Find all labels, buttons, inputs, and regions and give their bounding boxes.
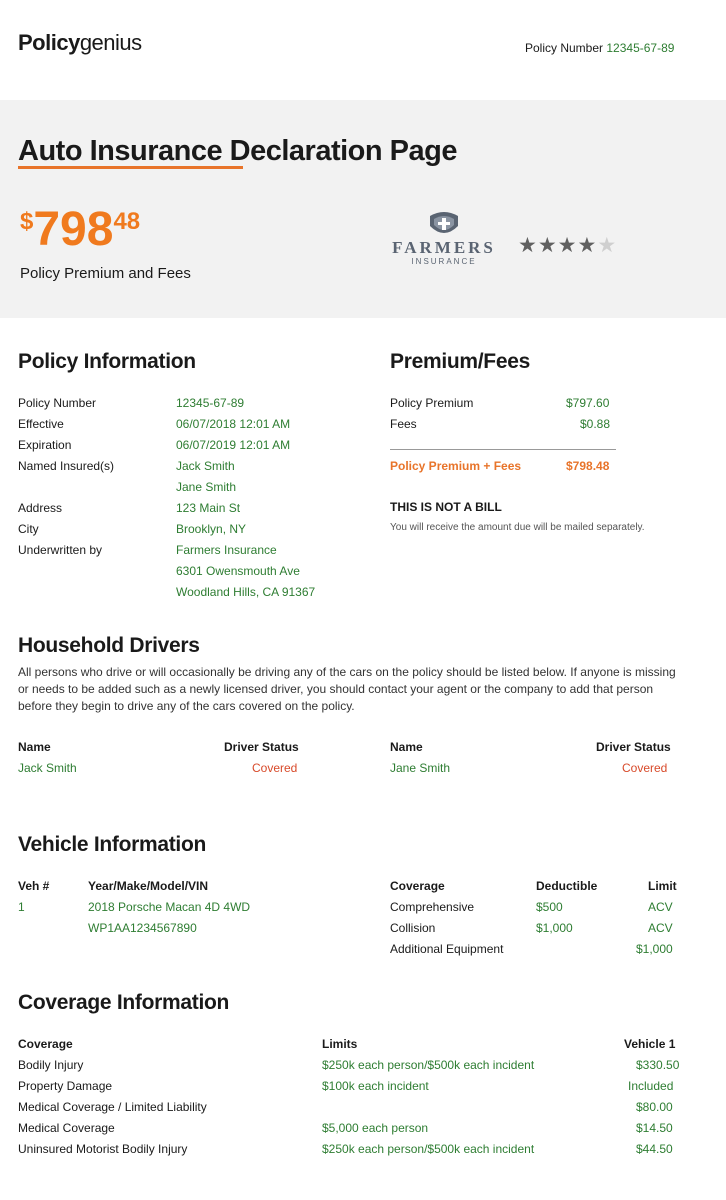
policy-number-value: 12345-67-89 xyxy=(176,396,245,410)
vehicle-coverage-header: Coverage xyxy=(390,879,445,893)
veh-number-label: Veh # xyxy=(18,879,50,893)
coverage-row-limits: $5,000 each person xyxy=(322,1121,429,1135)
policy-premium-label: Policy Premium xyxy=(390,396,474,410)
underwriter-name: Farmers Insurance xyxy=(176,543,277,557)
vehicle-premium-header: Vehicle 1 xyxy=(624,1037,676,1051)
rating-stars: ★★★★★ xyxy=(518,233,617,258)
hero-band xyxy=(0,100,726,318)
policy-premium-value: $797.60 xyxy=(566,396,610,410)
named-insured-label: Named Insured(s) xyxy=(18,459,115,473)
vehicle-coverage-name: Collision xyxy=(390,921,436,935)
coverage-row-limits: $250k each person/$500k each incident xyxy=(322,1142,535,1156)
vehicle-limit-header: Limit xyxy=(648,879,677,893)
farmers-shield-icon xyxy=(430,212,458,233)
address-value: 123 Main St xyxy=(176,501,241,515)
vehicle-coverage-limit: $1,000 xyxy=(636,942,673,956)
insurer-name: FARMERS xyxy=(392,238,496,257)
header-policy-number-label: Policy Number xyxy=(525,41,604,55)
driver-2-status: Covered xyxy=(622,761,668,775)
named-insured-value-1: Jack Smith xyxy=(176,459,235,473)
coverage-row-name: Medical Coverage xyxy=(18,1121,115,1135)
brand-bold: Policy xyxy=(18,30,80,55)
star-empty-icon: ★ xyxy=(597,234,618,257)
coverage-row-premium: $44.50 xyxy=(636,1142,673,1156)
header-policy-number-value: 12345-67-89 xyxy=(606,41,675,55)
coverage-header: Coverage xyxy=(18,1037,73,1051)
coverage-row-premium: $330.50 xyxy=(636,1058,680,1072)
address-label: Address xyxy=(18,501,63,515)
not-a-bill-text: You will receive the amount due will be … xyxy=(390,522,645,533)
vehicle-coverage-name: Additional Equipment xyxy=(390,942,504,956)
vehicle-coverage-limit: ACV xyxy=(648,921,673,935)
driver-name-header-2: Name xyxy=(390,740,423,754)
price-currency: $ xyxy=(20,208,34,235)
insurer-logo: FARMERS INSURANCE xyxy=(388,210,500,268)
fees-value: $0.88 xyxy=(580,417,611,431)
vehicle-coverage-name: Comprehensive xyxy=(390,900,475,914)
brand-logo[interactable]: Policygenius xyxy=(18,30,142,56)
total-premium-value: $798.48 xyxy=(566,459,610,473)
coverage-row-premium: $80.00 xyxy=(636,1100,673,1114)
star-icon: ★ xyxy=(557,234,578,257)
title-underline xyxy=(18,166,243,169)
vehicle-desc-value: 2018 Porsche Macan 4D 4WD xyxy=(88,900,251,914)
coverage-row-name: Medical Coverage / Limited Liability xyxy=(18,1100,207,1114)
policy-info-title: Policy Information xyxy=(18,350,196,373)
price-label: Policy Premium and Fees xyxy=(20,265,191,282)
coverage-info-title: Coverage Information xyxy=(18,991,230,1014)
premium-divider xyxy=(390,449,616,450)
coverage-row-name: Property Damage xyxy=(18,1079,113,1093)
driver-name-header-1: Name xyxy=(18,740,51,754)
driver-1-name: Jack Smith xyxy=(18,761,77,775)
driver-1-status: Covered xyxy=(252,761,298,775)
city-value: Brooklyn, NY xyxy=(176,522,247,536)
household-drivers-title: Household Drivers xyxy=(18,634,200,657)
coverage-row-name: Bodily Injury xyxy=(18,1058,84,1072)
underwriter-city: Woodland Hills, CA 91367 xyxy=(176,585,316,599)
vehicle-coverage-deductible: $500 xyxy=(536,900,563,914)
expiration-label: Expiration xyxy=(18,438,72,452)
expiration-value: 06/07/2019 12:01 AM xyxy=(176,438,291,452)
coverage-row-premium: $14.50 xyxy=(636,1121,673,1135)
coverage-row-name: Uninsured Motorist Bodily Injury xyxy=(18,1142,188,1156)
not-a-bill-notice: THIS IS NOT A BILL xyxy=(390,500,502,514)
limits-header: Limits xyxy=(322,1037,358,1051)
brand-light: genius xyxy=(79,30,142,55)
city-label: City xyxy=(18,522,39,536)
insurer-sub: INSURANCE xyxy=(411,257,477,266)
star-icon: ★ xyxy=(577,234,598,257)
fees-label: Fees xyxy=(390,417,417,431)
vehicle-vin-value: WP1AA1234567890 xyxy=(88,921,197,935)
page-title: Auto Insurance Declaration Page xyxy=(18,135,457,167)
vehicle-desc-label: Year/Make/Model/VIN xyxy=(88,879,209,893)
premium-fees-title: Premium/Fees xyxy=(390,350,530,373)
coverage-row-premium: Included xyxy=(628,1079,674,1093)
star-icon: ★ xyxy=(518,234,538,257)
vehicle-info-title: Vehicle Information xyxy=(18,833,207,856)
coverage-row-limits: $250k each person/$500k each incident xyxy=(322,1058,535,1072)
effective-value: 06/07/2018 12:01 AM xyxy=(176,417,291,431)
price-whole: 798 xyxy=(33,203,114,256)
veh-number-value: 1 xyxy=(18,900,25,914)
underwritten-label: Underwritten by xyxy=(18,543,103,557)
price-cents: 48 xyxy=(113,208,141,235)
named-insured-value-2: Jane Smith xyxy=(176,480,237,494)
vehicle-coverage-deductible: $1,000 xyxy=(536,921,573,935)
driver-status-header-1: Driver Status xyxy=(224,740,299,754)
header-policy-number: Policy Number 12345-67-89 xyxy=(525,41,674,55)
star-icon: ★ xyxy=(537,234,558,257)
coverage-row-limits: $100k each incident xyxy=(322,1079,429,1093)
driver-2-name: Jane Smith xyxy=(390,761,451,775)
effective-label: Effective xyxy=(18,417,64,431)
vehicle-deductible-header: Deductible xyxy=(536,879,598,893)
total-premium-label: Policy Premium + Fees xyxy=(390,459,522,473)
vehicle-coverage-limit: ACV xyxy=(648,900,673,914)
underwriter-street: 6301 Owensmouth Ave xyxy=(176,564,300,578)
household-drivers-paragraph: All persons who drive or will occasional… xyxy=(18,665,676,713)
policy-number-label: Policy Number xyxy=(18,396,97,410)
driver-status-header-2: Driver Status xyxy=(596,740,671,754)
total-price: $79848 xyxy=(20,206,140,254)
